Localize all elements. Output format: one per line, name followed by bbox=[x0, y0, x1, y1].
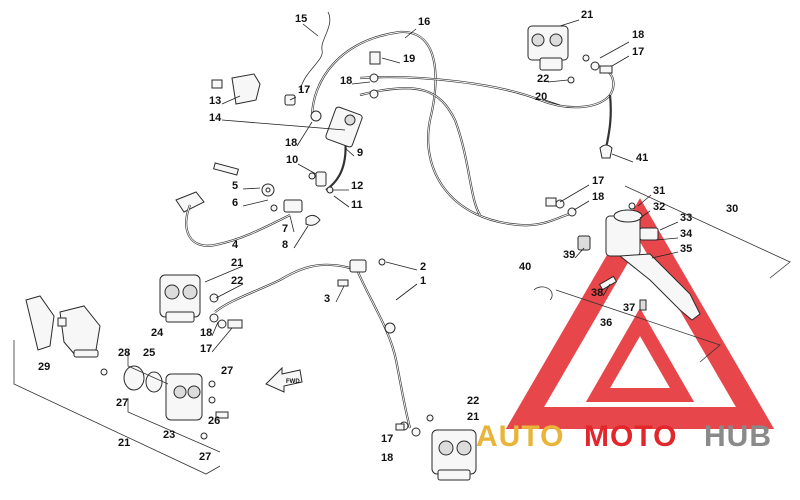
callout-label: 20 bbox=[535, 91, 547, 103]
callout-label: 17 bbox=[298, 84, 310, 96]
group-bracket-23 bbox=[127, 398, 221, 453]
brake-line-loop bbox=[359, 87, 481, 216]
caliper-left bbox=[159, 274, 243, 329]
callout-label: 2 bbox=[420, 261, 426, 273]
callout-label: 29 bbox=[38, 361, 50, 373]
callout-label: 25 bbox=[143, 347, 155, 359]
callout-label: 12 bbox=[351, 180, 363, 192]
callout-label: 17 bbox=[381, 433, 393, 445]
callout-label: 3 bbox=[324, 293, 330, 305]
callout-label: 4 bbox=[232, 239, 239, 251]
callout-label: 26 bbox=[208, 415, 220, 427]
callout-label: 24 bbox=[151, 327, 164, 339]
callout-label: 21 bbox=[231, 257, 243, 269]
clip-41 bbox=[599, 144, 613, 159]
group-bracket-24 bbox=[127, 352, 169, 385]
washer bbox=[582, 54, 590, 62]
callout-label: 37 bbox=[623, 302, 635, 314]
callout-label: 19 bbox=[403, 53, 415, 65]
callout-label: 39 bbox=[563, 249, 575, 261]
callout-label: 18 bbox=[285, 137, 297, 149]
callout-label: 9 bbox=[357, 147, 363, 159]
leader-lines bbox=[204, 19, 679, 353]
caliper-bracket bbox=[25, 295, 101, 358]
arrow-label: FWD bbox=[286, 379, 300, 385]
callout-label: 40 bbox=[519, 261, 531, 273]
group-bracket-36 bbox=[555, 289, 721, 363]
watermark-text-hub: HUB bbox=[704, 420, 772, 453]
bleeder bbox=[567, 76, 575, 84]
caliper-lower-right bbox=[395, 414, 477, 481]
callout-label: 22 bbox=[231, 275, 243, 287]
washer bbox=[590, 61, 600, 71]
callout-label: 1 bbox=[420, 275, 426, 287]
callout-label: 22 bbox=[467, 395, 479, 407]
callout-label: 5 bbox=[232, 180, 238, 192]
watermark-text-moto: MOTO bbox=[584, 420, 677, 453]
cable-15 bbox=[299, 11, 331, 91]
watermark-triangle-inner bbox=[585, 307, 695, 402]
callout-label: 8 bbox=[282, 239, 288, 251]
callout-label: 16 bbox=[418, 16, 430, 28]
callout-label: 35 bbox=[680, 243, 692, 255]
callout-label: 18 bbox=[200, 327, 212, 339]
group-bracket-21-left bbox=[13, 340, 221, 475]
callout-label: 33 bbox=[680, 212, 692, 224]
bolt-19 bbox=[369, 51, 381, 65]
brake-lines bbox=[214, 11, 615, 429]
callout-label: 34 bbox=[680, 228, 693, 240]
callout-label: 17 bbox=[592, 175, 604, 187]
callout-label: 22 bbox=[537, 73, 549, 85]
callout-label: 27 bbox=[116, 397, 128, 409]
callout-label: 21 bbox=[581, 9, 593, 21]
callout-label: 38 bbox=[591, 287, 603, 299]
callout-label: 18 bbox=[381, 452, 393, 464]
callout-label: 21 bbox=[467, 411, 479, 423]
bolt-13 bbox=[211, 79, 223, 89]
callout-label: 41 bbox=[636, 152, 648, 164]
watermark-triangle bbox=[505, 198, 775, 429]
caliper-lower-left bbox=[100, 365, 229, 440]
callout-label: 17 bbox=[632, 46, 644, 58]
banjo-bolt bbox=[599, 65, 613, 74]
bracket-13 bbox=[231, 73, 261, 105]
brake-pedal bbox=[175, 162, 321, 247]
callout-label: 21 bbox=[118, 437, 130, 449]
callout-label: 36 bbox=[600, 317, 612, 329]
callout-label: 18 bbox=[340, 75, 352, 87]
watermark-triangle-outer bbox=[505, 198, 775, 429]
watermark-text-auto: AUTO bbox=[476, 420, 564, 453]
callout-label: 32 bbox=[653, 201, 665, 213]
callout-label: 14 bbox=[209, 112, 222, 124]
callout-label: 13 bbox=[209, 95, 221, 107]
callout-label: 6 bbox=[232, 197, 238, 209]
callout-label: 27 bbox=[199, 451, 211, 463]
forward-direction-arrow: FWD bbox=[265, 366, 303, 393]
brake-line-20-drop bbox=[604, 94, 612, 149]
callout-label: 7 bbox=[282, 223, 288, 235]
callout-label: 18 bbox=[592, 191, 604, 203]
group-bracket-30 bbox=[624, 185, 791, 279]
callout-label: 11 bbox=[351, 199, 363, 211]
tee-fitting bbox=[337, 258, 396, 334]
callout-label: 23 bbox=[163, 429, 175, 441]
callout-label: 18 bbox=[632, 29, 644, 41]
callout-label: 15 bbox=[295, 13, 307, 25]
watermark-logo: AUTO MOTO HUB bbox=[476, 420, 772, 453]
master-cylinder-front bbox=[545, 197, 701, 321]
master-cylinder-rear bbox=[284, 51, 381, 194]
o-ring-40 bbox=[533, 286, 553, 301]
brake-lever bbox=[618, 253, 701, 321]
callout-label: 27 bbox=[221, 365, 233, 377]
callout-label: 17 bbox=[200, 343, 212, 355]
callout-label: 31 bbox=[653, 185, 665, 197]
callout-label: 30 bbox=[726, 203, 738, 215]
callout-label: 10 bbox=[286, 154, 298, 166]
caliper-upper-right bbox=[527, 25, 569, 71]
callout-label: 28 bbox=[118, 347, 130, 359]
brake-parts bbox=[13, 25, 791, 481]
